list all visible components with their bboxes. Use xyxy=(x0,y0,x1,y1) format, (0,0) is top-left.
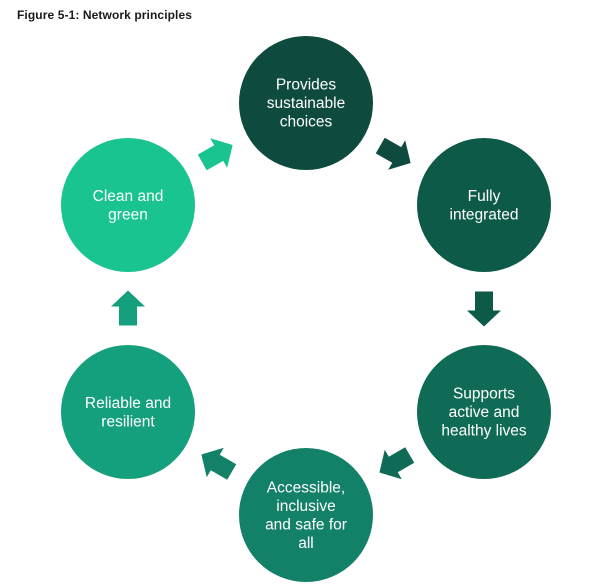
node-label-provides-line-0: Provides xyxy=(276,77,337,94)
node-label-supports-line-0: Supports xyxy=(453,386,515,403)
arrow-reliable-to-clean xyxy=(111,290,145,326)
node-circle-accessible xyxy=(239,448,373,582)
node-label-accessible-line-3: all xyxy=(298,535,314,552)
node-label-clean-line-1: green xyxy=(108,206,148,223)
node-circle-provides xyxy=(239,36,373,170)
arrow-clean-to-provides xyxy=(197,138,233,171)
arrow-supports-to-accessible xyxy=(379,447,415,480)
figure-title: Figure 5-1: Network principles xyxy=(17,8,193,22)
node-label-integrated-line-1: integrated xyxy=(450,206,519,223)
arrow-provides-to-integrated xyxy=(375,137,411,170)
node-label-reliable-line-1: resilient xyxy=(101,413,155,430)
node-label-reliable-line-0: Reliable and xyxy=(85,395,171,412)
node-circle-supports xyxy=(417,345,551,479)
node-label-provides-line-1: sustainable xyxy=(267,95,345,112)
node-label-accessible-line-0: Accessible, xyxy=(267,479,345,496)
node-label-supports-line-1: active and xyxy=(449,404,520,421)
node-circle-clean xyxy=(61,138,195,272)
node-label-provides-line-2: choices xyxy=(280,114,333,131)
node-label-supports-line-2: healthy lives xyxy=(441,423,527,440)
node-label-integrated-line-0: Fully xyxy=(468,188,501,205)
node-label-accessible-line-2: and safe for xyxy=(265,516,347,533)
arrows-layer xyxy=(111,137,501,480)
arrow-accessible-to-reliable xyxy=(201,447,237,480)
arrow-integrated-to-supports xyxy=(467,291,501,327)
node-circle-integrated xyxy=(417,138,551,272)
node-circle-reliable xyxy=(61,345,195,479)
node-label-accessible-line-1: inclusive xyxy=(276,498,335,515)
node-label-clean-line-0: Clean and xyxy=(93,188,164,205)
